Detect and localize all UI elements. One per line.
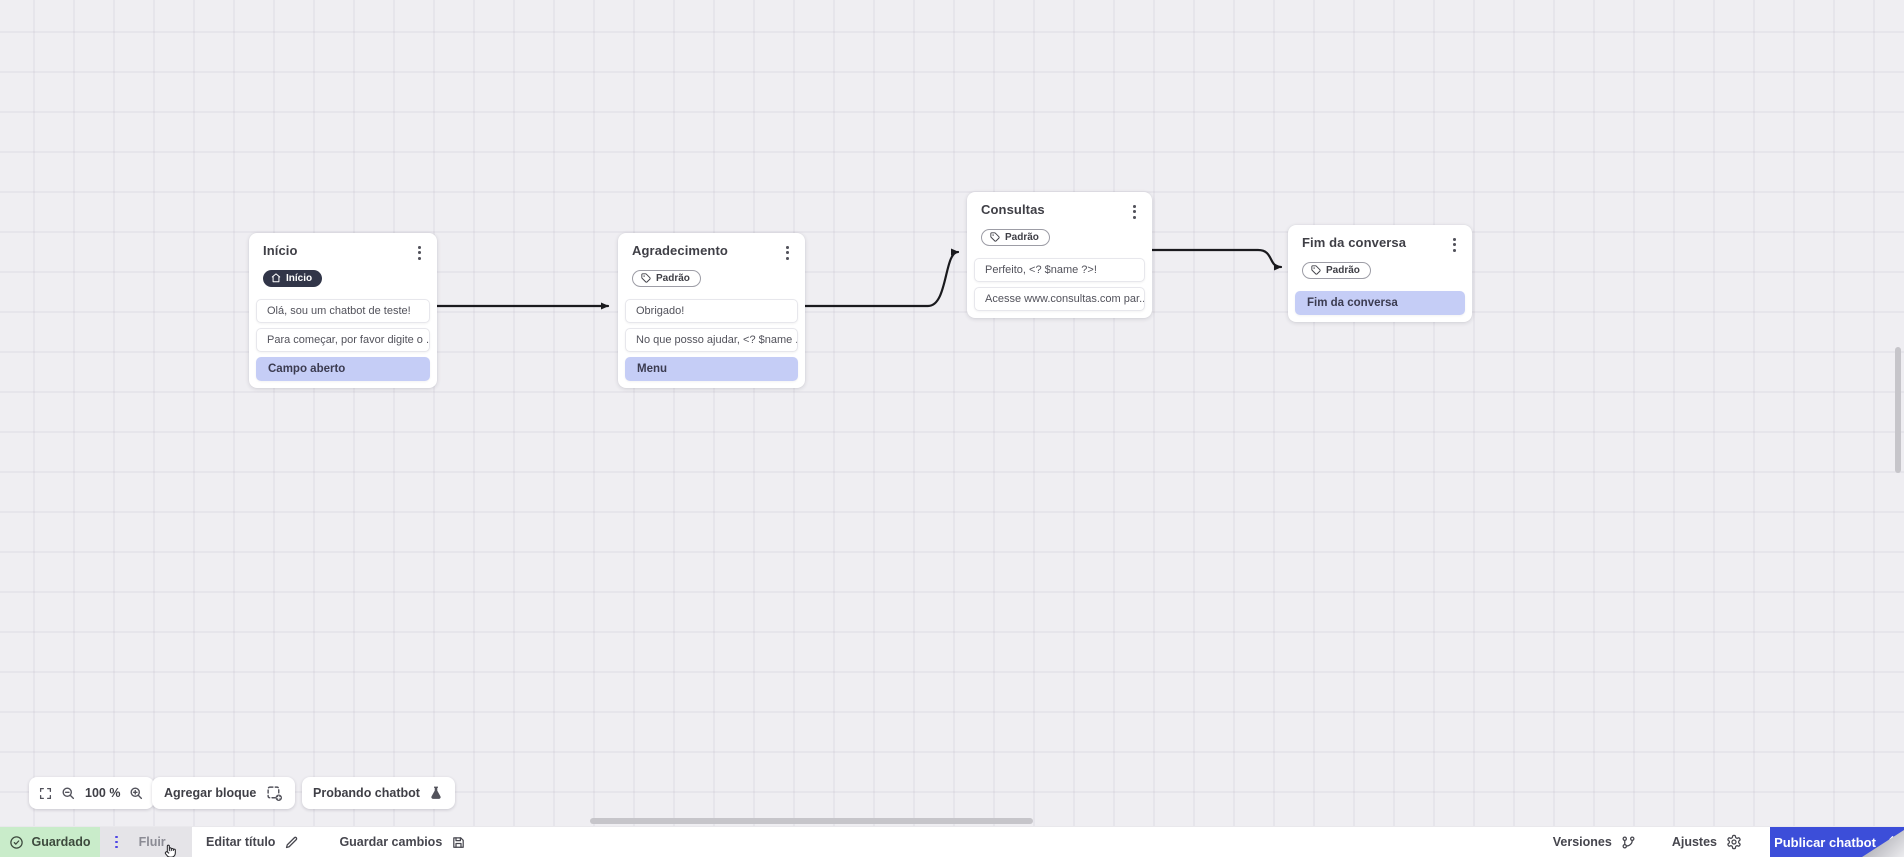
versions-button[interactable]: Versiones	[1553, 835, 1636, 850]
add-block-icon	[266, 785, 283, 802]
add-block-button[interactable]: Agregar bloque	[152, 777, 296, 809]
message-item[interactable]: Acesse www.consultas.com par...	[974, 287, 1145, 312]
status-bar: Guardado Fluir Editar título Guardar cam…	[0, 826, 1904, 857]
node-fim-da-conversa[interactable]: Fim da conversa Padrão Fim da conversa	[1288, 225, 1472, 323]
node-title: Início	[263, 243, 298, 258]
publish-chatbot-button[interactable]: Publicar chatbot	[1770, 827, 1904, 857]
menu-item[interactable]: Menu	[625, 357, 798, 382]
save-changes-button[interactable]: Guardar cambios	[339, 827, 466, 857]
drag-handle-icon[interactable]	[115, 835, 118, 849]
tag-icon	[641, 273, 651, 283]
end-conversation-item[interactable]: Fim da conversa	[1295, 291, 1465, 316]
tab-fluir[interactable]: Fluir	[100, 827, 192, 857]
git-branch-icon	[1621, 835, 1636, 850]
standard-badge: Padrão	[981, 228, 1050, 246]
status-bar-right: Versiones Ajustes Publicar chatbot	[1553, 827, 1904, 857]
add-block-label: Agregar bloque	[164, 786, 257, 800]
fullscreen-icon[interactable]	[39, 787, 52, 800]
message-item[interactable]: Para começar, por favor digite o ...	[256, 328, 430, 353]
flask-icon	[428, 785, 444, 801]
saved-status-badge: Guardado	[0, 827, 100, 857]
kebab-menu-icon[interactable]	[1447, 235, 1462, 255]
open-field-item[interactable]: Campo aberto	[256, 357, 430, 382]
kebab-menu-icon[interactable]	[1127, 202, 1142, 222]
test-chatbot-button[interactable]: Probando chatbot	[302, 777, 455, 809]
badge-label: Padrão	[656, 272, 690, 284]
message-item[interactable]: No que posso ajudar, <? $name ...	[625, 328, 798, 353]
pencil-icon	[284, 835, 299, 850]
node-header: Consultas	[967, 192, 1152, 222]
node-consultas[interactable]: Consultas Padrão Perfeito, <? $name ?>! …	[967, 192, 1152, 319]
edit-title-label: Editar título	[206, 835, 276, 849]
tag-icon	[990, 232, 1000, 242]
badge-label: Início	[286, 272, 313, 284]
node-header: Agradecimento	[618, 233, 805, 263]
home-icon	[271, 273, 281, 283]
settings-label: Ajustes	[1671, 835, 1717, 849]
zoom-level: 100 %	[85, 786, 121, 800]
message-item[interactable]: Olá, sou um chatbot de teste!	[256, 299, 430, 324]
fluir-label: Fluir	[138, 835, 166, 849]
standard-badge: Padrão	[632, 269, 701, 287]
floppy-icon	[451, 835, 466, 850]
edit-title-button[interactable]: Editar título	[206, 827, 299, 857]
check-circle-icon	[9, 835, 24, 850]
saved-label: Guardado	[31, 835, 91, 849]
message-item[interactable]: Perfeito, <? $name ?>!	[974, 258, 1145, 283]
zoom-in-icon[interactable]	[129, 786, 144, 801]
flow-canvas[interactable]: Início Início Olá, sou um chatbot de tes…	[0, 0, 1904, 826]
zoom-out-icon[interactable]	[61, 786, 76, 801]
horizontal-scrollbar[interactable]	[590, 818, 1033, 824]
settings-button[interactable]: Ajustes	[1672, 834, 1742, 850]
save-changes-label: Guardar cambios	[339, 835, 443, 849]
start-badge: Início	[263, 269, 323, 287]
node-inicio[interactable]: Início Início Olá, sou um chatbot de tes…	[249, 233, 437, 389]
badge-label: Padrão	[1005, 231, 1039, 243]
node-agradecimento[interactable]: Agradecimento Padrão Obrigado! No que po…	[618, 233, 805, 389]
node-header: Fim da conversa	[1288, 225, 1472, 255]
node-header: Início	[249, 233, 437, 263]
node-title: Agradecimento	[632, 243, 728, 258]
edge-consultas-fim	[1150, 248, 1283, 271]
badge-row: Padrão	[1288, 255, 1472, 289]
kebab-menu-icon[interactable]	[780, 243, 795, 263]
node-title: Fim da conversa	[1302, 235, 1407, 250]
badge-row: Início	[249, 263, 437, 297]
versions-label: Versiones	[1552, 835, 1612, 849]
test-chatbot-label: Probando chatbot	[313, 786, 420, 800]
zoom-controls: 100 %	[29, 777, 155, 809]
publish-label: Publicar chatbot	[1774, 834, 1876, 850]
kebab-menu-icon[interactable]	[412, 243, 427, 263]
badge-label: Padrão	[1326, 264, 1360, 276]
badge-row: Padrão	[618, 263, 805, 297]
message-item[interactable]: Obrigado!	[625, 299, 798, 324]
node-title: Consultas	[981, 202, 1045, 217]
edge-agradecimento-consultas	[803, 248, 960, 308]
gear-icon	[1726, 834, 1742, 850]
badge-row: Padrão	[967, 222, 1152, 256]
tag-icon	[1311, 265, 1321, 275]
vertical-scrollbar[interactable]	[1895, 347, 1901, 473]
standard-badge: Padrão	[1302, 261, 1371, 279]
